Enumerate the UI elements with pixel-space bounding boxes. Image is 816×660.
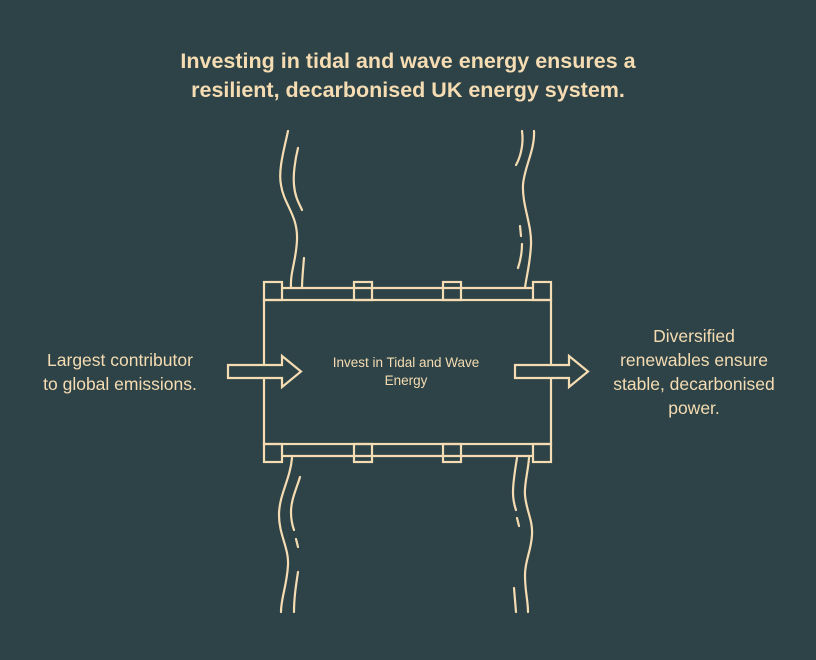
process-label-line-2: Energy xyxy=(384,373,428,388)
top-flange-3 xyxy=(441,280,463,302)
flow-line-bottom-right-b xyxy=(515,516,521,528)
flow-line-bottom-left-b xyxy=(289,475,302,532)
input-line-2: to global emissions. xyxy=(43,374,197,394)
flow-line-top-right-b xyxy=(521,129,536,290)
process-label: Invest in Tidal and Wave Energy xyxy=(306,354,506,390)
flow-line-top-left-b xyxy=(292,146,304,212)
output-line-3: stable, decarbonised xyxy=(613,374,775,394)
top-flange-4 xyxy=(531,280,553,302)
output-arrow-icon xyxy=(513,353,590,390)
process-label-line-1: Invest in Tidal and Wave xyxy=(332,355,480,370)
output-label: Diversified renewables ensure stable, de… xyxy=(592,324,796,420)
water-flow-icon xyxy=(279,129,536,290)
input-label: Largest contributor to global emissions. xyxy=(20,348,220,396)
flow-line-bottom-right-d xyxy=(512,586,518,614)
top-flange-2 xyxy=(352,280,374,302)
output-line-2: renewables ensure xyxy=(620,350,768,370)
input-line-1: Largest contributor xyxy=(47,350,193,370)
input-arrow-icon xyxy=(226,353,303,390)
flow-line-bottom-left-d xyxy=(292,570,300,614)
output-line-4: power. xyxy=(668,398,720,418)
bottom-flange-1 xyxy=(262,442,284,464)
title-line-1: Investing in tidal and wave energy ensur… xyxy=(180,49,636,73)
flow-line-top-right-a xyxy=(514,129,524,167)
top-flange-1 xyxy=(262,280,284,302)
flow-line-bottom-left-a xyxy=(277,456,294,614)
title-line-2: resilient, decarbonised UK energy system… xyxy=(191,78,625,102)
flow-line-top-left-c xyxy=(300,256,306,290)
flow-line-bottom-right-a xyxy=(511,456,519,512)
output-line-1: Diversified xyxy=(653,326,735,346)
bottom-flange-3 xyxy=(441,442,463,464)
flow-line-top-right-d xyxy=(516,242,524,270)
flow-line-top-left-a xyxy=(279,129,299,290)
bottom-flange-2 xyxy=(352,442,374,464)
flow-line-bottom-right-c xyxy=(523,456,534,614)
diagram-title: Investing in tidal and wave energy ensur… xyxy=(0,47,816,105)
water-flow-icon xyxy=(277,456,534,614)
flow-line-bottom-left-c xyxy=(294,537,300,549)
flow-line-top-right-c xyxy=(518,224,523,238)
bottom-flange-4 xyxy=(531,442,553,464)
